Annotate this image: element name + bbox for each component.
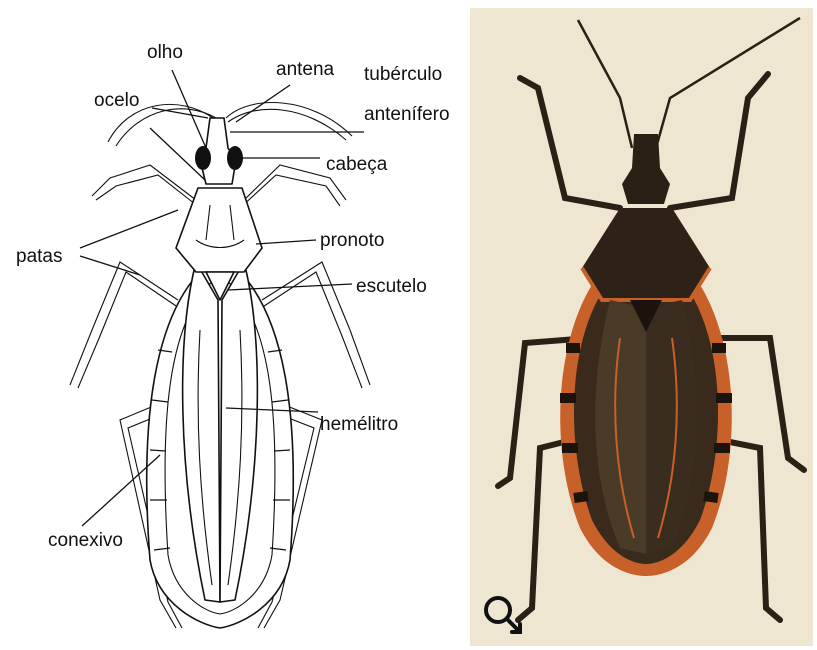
pronotum: [176, 188, 262, 272]
label-pronoto: pronoto: [320, 230, 384, 251]
label-escutelo: escutelo: [356, 276, 427, 297]
label-ocelo: ocelo: [94, 90, 139, 111]
leg-front-right: [670, 74, 768, 208]
pronotum: [582, 208, 710, 300]
antenna-right: [656, 18, 800, 148]
male-symbol-icon: [486, 598, 520, 632]
insect-illustration: [470, 8, 813, 646]
label-antena: antena: [276, 59, 335, 80]
kissing-bug-painting: [470, 8, 813, 646]
antenna-left: [578, 20, 632, 148]
label-hemelitro: hemélitro: [320, 414, 398, 435]
insect-line-drawing: olho antena ocelo tubérculo antenífero c…: [0, 0, 466, 650]
leg-front-left: [520, 78, 620, 208]
eye-left: [195, 146, 211, 170]
leg-front-left: [92, 165, 196, 200]
label-patas: patas: [16, 246, 62, 267]
label-cabeca: cabeça: [326, 154, 388, 175]
label-conexivo: conexivo: [48, 530, 123, 551]
labeled-diagram: olho antena ocelo tubérculo antenífero c…: [0, 0, 466, 650]
label-antenifero: antenífero: [364, 104, 450, 125]
head: [622, 134, 670, 204]
label-tuberculo: tubérculo: [364, 64, 442, 85]
label-olho: olho: [147, 42, 183, 63]
antenna-right: [226, 103, 352, 136]
